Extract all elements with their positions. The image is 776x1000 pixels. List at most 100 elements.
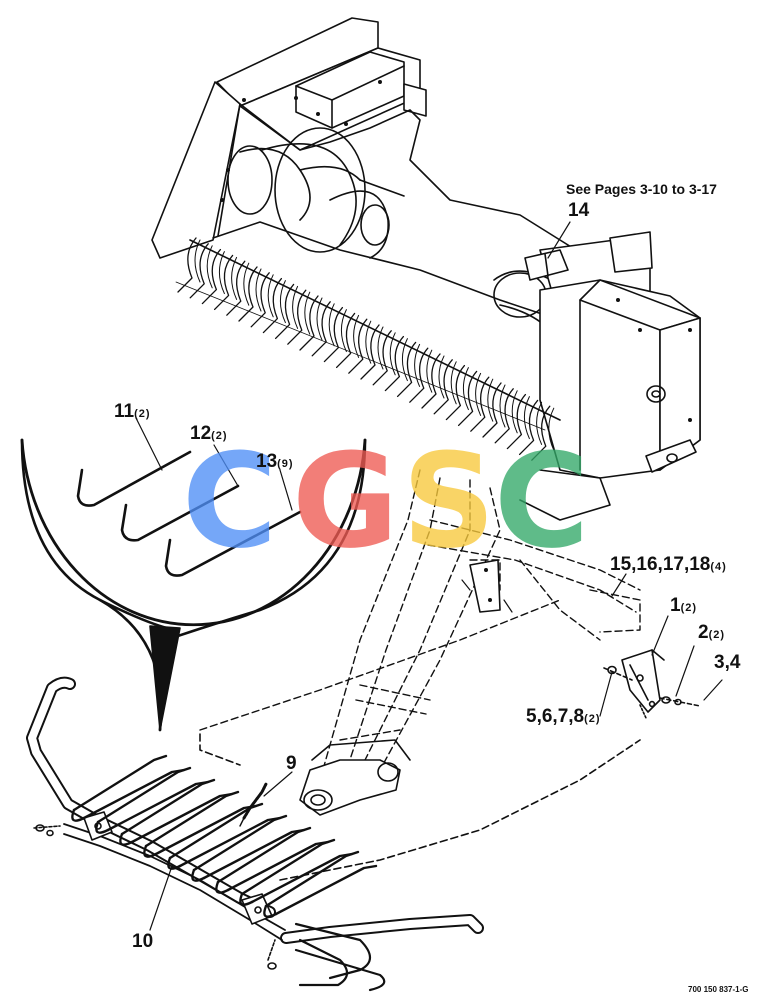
header-tine [409,347,429,403]
header-tine-inner [523,396,530,440]
header-tine-inner [206,245,213,289]
pickup-tine [96,766,192,824]
callout-9: 9 [286,753,297,774]
header-tine [348,318,368,374]
header-tine-inner [475,372,482,416]
header-tine-inner [450,361,457,405]
header-tine-inner [377,326,384,370]
callout-15-18: 15,16,17,18(4) [610,554,727,575]
pickup-tine [240,838,336,896]
header-tine-inner [401,338,408,382]
callout-13: 13(9) [256,451,294,472]
pickup-tine-loop [143,844,158,858]
header-tine [287,289,307,345]
callout-2: 2(2) [698,622,726,643]
callout-5-8: 5,6,7,8(2) [526,706,601,727]
replacement-tines-inset [76,450,302,577]
header-tine [482,382,502,438]
pickup-tine-loop [263,904,278,918]
cross-reference-note: See Pages 3-10 to 3-17 [566,181,717,197]
header-tine-inner [414,343,421,387]
header-housing [151,17,701,521]
pickup-tine [72,754,168,812]
header-tine [421,353,441,409]
frame-bracket [469,559,501,613]
header-tine [433,359,453,415]
pickup-tine [264,850,360,908]
header-tine-inner [536,401,543,445]
tine-tip-line [175,281,546,431]
header-tine [360,324,380,380]
header-tine-inner [243,262,250,306]
pickup-tine [168,802,264,860]
hitch-tongue [299,739,411,816]
header-tine [506,393,527,450]
watermark-letter-3: S [402,425,496,577]
header-tine [323,306,344,363]
right-end-tines [294,922,386,992]
tine-bar [189,239,561,421]
header-tine [384,335,405,392]
callout-3-4: 3,4 [714,652,741,673]
header-tine-inner [438,355,445,399]
header-tine-inner [499,384,506,428]
header-tine [238,266,258,322]
header-tine-inner [328,303,335,347]
callout-1: 1(2) [670,595,698,616]
callout-leader-lines [149,221,723,931]
inset-detail-circle [20,438,367,732]
pickup-tine [274,864,378,916]
header-tine [274,283,295,340]
pickup-tine-loop [215,880,230,894]
header-tine-inner [389,332,396,376]
pickup-tine [120,778,216,836]
header-tine-inner [255,268,262,312]
watermark-letter-1: C [182,425,278,577]
watermark-letter-2: G [292,425,399,577]
watermark-letter-4: C [494,425,590,577]
side-bracket-assembly [603,649,701,719]
header-tine-inner [511,390,518,434]
inset-leader-lines [135,417,293,511]
header-tine-inner [462,367,469,411]
pickup-tine-loop [119,832,134,846]
pickup-bar-tines [71,754,378,918]
header-tine [250,272,270,328]
header-tine [262,277,283,334]
header-tine-inner [340,309,347,353]
header-tine [311,301,331,357]
hitch-a-frame [199,469,641,791]
header-tine-inner [426,349,433,393]
figure-code: 700 150 837-1-G [688,985,749,994]
pickup-tine-loop [191,868,206,882]
header-tine [396,341,417,398]
auger-flighting [227,127,577,346]
header-tine [372,330,392,386]
callout-11: 11(2) [114,401,151,422]
header-tine-inner [218,251,225,295]
header-tine-inner [548,407,555,451]
callout-12: 12(2) [190,423,228,444]
housing-bolts [220,80,692,422]
header-tine [201,248,222,305]
header-tine [189,243,209,299]
pickup-tine-loop [167,856,182,870]
pickup-tine [192,814,288,872]
pickup-tine [144,790,240,848]
header-tine-inner [316,297,323,341]
header-tine [531,405,551,461]
header-tine-inner [279,280,286,324]
callout-14: 14 [568,200,590,221]
header-tine-inner [487,378,494,422]
header-tine [335,312,356,369]
header-tine-inner [304,291,311,335]
header-tine [518,399,539,456]
header-tine [494,388,514,444]
header-tine-inner [267,274,274,318]
header-tine-inner [353,314,360,358]
header-tine [226,260,246,316]
header-tine-inner [292,285,299,329]
header-tine [470,376,490,432]
callout-10: 10 [132,931,154,952]
